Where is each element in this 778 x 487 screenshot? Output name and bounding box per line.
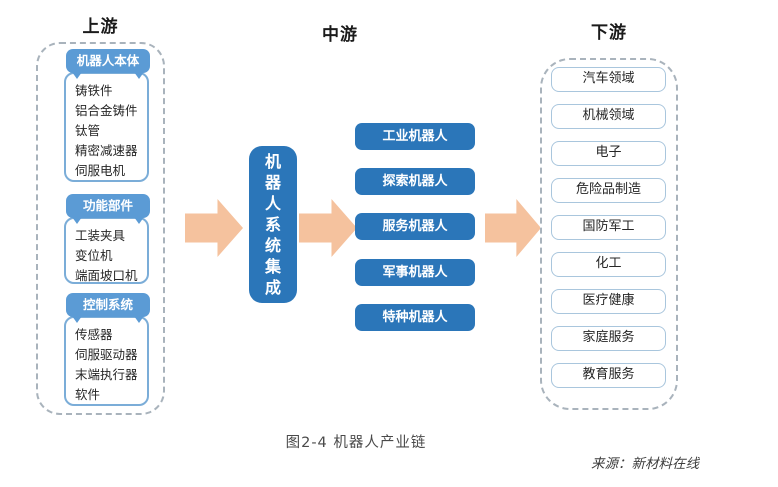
field-chemical: 化工 xyxy=(551,252,666,277)
upstream-group-control-system-header: 控制系统 xyxy=(66,293,150,323)
list-item: 末端执行器 xyxy=(75,367,138,382)
list-item: 伺服电机 xyxy=(75,163,126,178)
list-item: 端面坡口机 xyxy=(75,268,138,283)
list-item: 软件 xyxy=(75,387,101,402)
robot-type-service: 服务机器人 xyxy=(355,213,475,240)
upstream-group-robot-body-header: 机器人本体 xyxy=(66,49,150,79)
midstream-column-label: 中游 xyxy=(322,25,358,45)
arrow-robots-to-downstream-icon xyxy=(485,199,541,257)
robot-type-exploration: 探索机器人 xyxy=(355,168,475,195)
upstream-group-functional-parts-list: 工装夹具 变位机 端面坡口机 xyxy=(64,217,149,284)
list-item: 变位机 xyxy=(75,248,113,263)
robot-type-industrial: 工业机器人 xyxy=(355,123,475,150)
downstream-column-label: 下游 xyxy=(591,23,627,43)
upstream-column-label: 上游 xyxy=(82,17,119,37)
upstream-group-control-system-list: 传感器 伺服驱动器 末端执行器 软件 xyxy=(64,316,149,406)
source-attribution: 来源：新材料在线 xyxy=(591,456,699,472)
field-education-service: 教育服务 xyxy=(551,363,666,388)
field-automotive: 汽车领域 xyxy=(551,67,666,92)
list-item: 伺服驱动器 xyxy=(75,347,138,362)
field-electronics: 电子 xyxy=(551,141,666,166)
field-healthcare: 医疗健康 xyxy=(551,289,666,314)
upstream-group-functional-parts-header: 功能部件 xyxy=(66,194,150,224)
upstream-group-robot-body-list: 铸铁件 铝合金铸件 钛管 精密减速器 伺服电机 xyxy=(64,72,149,182)
arrow-upstream-to-integrator-icon xyxy=(185,199,243,257)
robot-system-integration-label: 机器人系统集成 xyxy=(264,152,281,297)
list-item: 铝合金铸件 xyxy=(75,103,138,118)
field-home-service: 家庭服务 xyxy=(551,326,666,351)
robot-type-special: 特种机器人 xyxy=(355,304,475,331)
list-item: 工装夹具 xyxy=(75,228,126,243)
field-defense: 国防军工 xyxy=(551,215,666,240)
figure-caption: 图2-4 机器人产业链 xyxy=(285,435,427,451)
robot-type-military: 军事机器人 xyxy=(355,259,475,286)
list-item: 传感器 xyxy=(75,327,113,342)
list-item: 铸铁件 xyxy=(75,83,113,98)
field-machinery: 机械领域 xyxy=(551,104,666,129)
field-hazardous-manufacturing: 危险品制造 xyxy=(551,178,666,203)
list-item: 精密减速器 xyxy=(75,143,138,158)
arrow-integrator-to-robots-icon xyxy=(299,199,357,257)
robot-system-integration-box: 机器人系统集成 xyxy=(249,146,297,303)
list-item: 钛管 xyxy=(75,123,101,138)
